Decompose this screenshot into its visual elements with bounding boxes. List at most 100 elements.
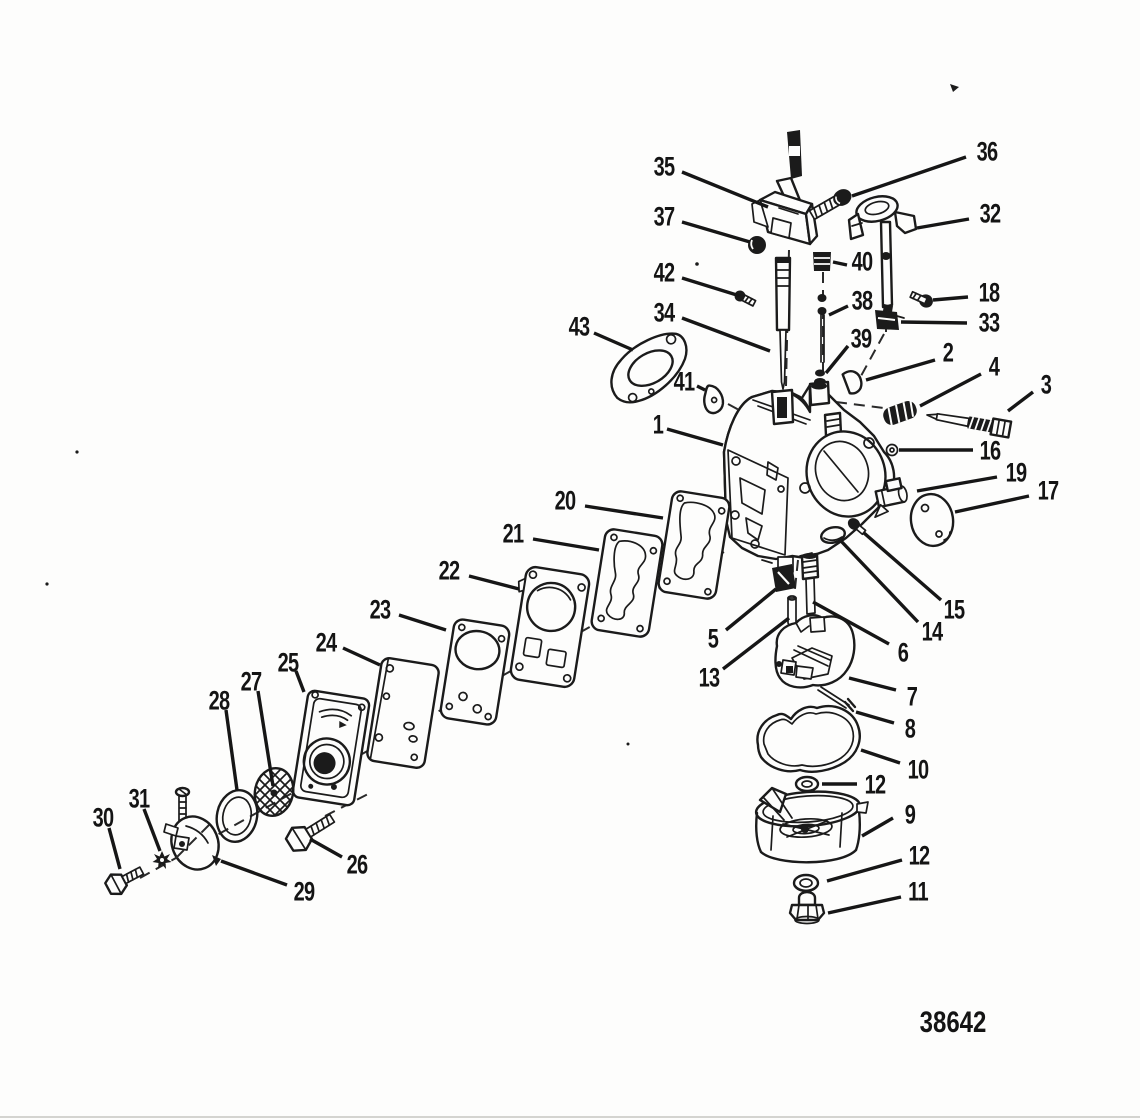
leader-line-5 [724, 587, 778, 632]
leader-line-32 [916, 217, 970, 230]
callout-31: 31 [129, 784, 150, 815]
part-19-fuel-inlet-fitting [874, 477, 908, 519]
part-5-main-jet [772, 564, 796, 592]
leader-line-3 [1006, 390, 1035, 413]
part-27-filter-screen [250, 764, 298, 820]
part-12-washer-upper [794, 775, 820, 793]
leader-line-10 [860, 748, 901, 765]
part-3-idle-adjust-screw [926, 412, 1013, 439]
callout-19: 19 [1006, 458, 1027, 489]
leader-line-22 [468, 574, 520, 591]
leader-line-43 [593, 331, 634, 352]
callout-35: 35 [654, 152, 675, 183]
part-4-idle-spring [883, 400, 917, 426]
callout-24: 24 [316, 628, 338, 659]
callout-3: 3 [1041, 370, 1052, 401]
leader-line-40 [832, 260, 848, 267]
part-20-gasket [657, 490, 731, 600]
callout-40: 40 [852, 247, 873, 278]
part-40-spring-seat [813, 252, 831, 271]
callout-18: 18 [979, 278, 1000, 309]
callout-8: 8 [905, 714, 916, 745]
part-26-cover-bolt [284, 813, 336, 852]
scan-specks [45, 84, 959, 746]
callout-2: 2 [943, 338, 954, 369]
leader-line-41 [696, 384, 706, 392]
leader-line-1 [666, 427, 724, 447]
callout-9: 9 [905, 800, 916, 831]
leader-line-14 [839, 539, 920, 624]
leader-line-27 [256, 690, 275, 787]
part-36-screw [808, 189, 852, 221]
callout-43: 43 [569, 312, 590, 343]
part-41-gasket-tab [703, 384, 725, 415]
leader-line-2 [865, 358, 936, 382]
leader-line-18 [932, 295, 969, 302]
callout-4: 4 [989, 352, 1001, 383]
part-25-pump-cover [291, 689, 371, 807]
part-12-washer-lower [792, 873, 820, 893]
callout-37: 37 [654, 202, 675, 233]
callout-25: 25 [278, 648, 299, 679]
part-14-welch-plug [820, 525, 846, 545]
leader-line-13 [721, 616, 791, 671]
part-28-o-ring [215, 789, 259, 843]
callout-13: 13 [699, 663, 720, 694]
leader-line-35 [681, 170, 769, 209]
leader-line-7 [848, 676, 897, 692]
part-11-drain-nut [788, 890, 826, 925]
leader-line-15 [862, 531, 943, 602]
leader-line-24 [342, 646, 381, 667]
callout-41: 41 [674, 367, 695, 398]
part-21-gasket [590, 528, 664, 638]
part-31-star-washer [152, 851, 172, 869]
leader-line-39 [824, 344, 850, 375]
part-10-bowl-gasket [756, 704, 861, 773]
part-8-float-hinge-pin [817, 686, 857, 713]
callout-20: 20 [555, 486, 576, 517]
part-37-knob [748, 236, 766, 254]
callout-42: 42 [654, 258, 675, 289]
leader-line-19 [916, 475, 998, 493]
callout-5: 5 [708, 624, 719, 655]
callout-22: 22 [439, 556, 460, 587]
part-2-cam-follower [841, 370, 863, 395]
callout-32: 32 [980, 199, 1001, 230]
part-9-float-bowl [754, 786, 869, 864]
part-38-spring-wire [817, 294, 827, 363]
part-6-nozzle [800, 552, 820, 615]
part-1-carburetor-body [722, 380, 896, 573]
callout-12: 12 [865, 770, 886, 801]
callout-16: 16 [980, 436, 1001, 467]
leader-line-37 [681, 220, 751, 244]
leader-line-8 [855, 710, 895, 725]
callout-6: 6 [898, 638, 909, 669]
callout-39: 39 [851, 324, 872, 355]
part-34-mixture-needle [774, 256, 792, 390]
callout-15: 15 [944, 595, 965, 626]
leader-line-20 [584, 504, 664, 520]
leader-line-34 [681, 316, 771, 353]
callout-11: 11 [908, 877, 928, 908]
callout-12-b: 12 [909, 841, 930, 872]
callout-38: 38 [852, 286, 873, 317]
callout-29: 29 [294, 877, 315, 908]
leader-line-9 [861, 816, 894, 838]
callout-1: 1 [653, 410, 664, 441]
leader-line-42 [681, 276, 741, 298]
leader-line-31 [142, 808, 162, 852]
part-29-mixing-chamber-cover [163, 786, 221, 871]
leader-line-4 [919, 372, 982, 408]
callout-34: 34 [654, 298, 676, 329]
leader-line-11 [827, 895, 902, 915]
part-24-pump-diaphragm [366, 657, 440, 769]
part-33-clamp-block [875, 304, 905, 330]
part-16-seal-ring [885, 443, 899, 457]
leader-line-25 [294, 670, 306, 693]
leader-line-36 [851, 155, 967, 198]
leader-line-23 [398, 613, 447, 632]
assembly-axis-dashed-lines [139, 249, 887, 879]
leader-line-29 [220, 859, 288, 887]
callout-33: 33 [979, 308, 1000, 339]
